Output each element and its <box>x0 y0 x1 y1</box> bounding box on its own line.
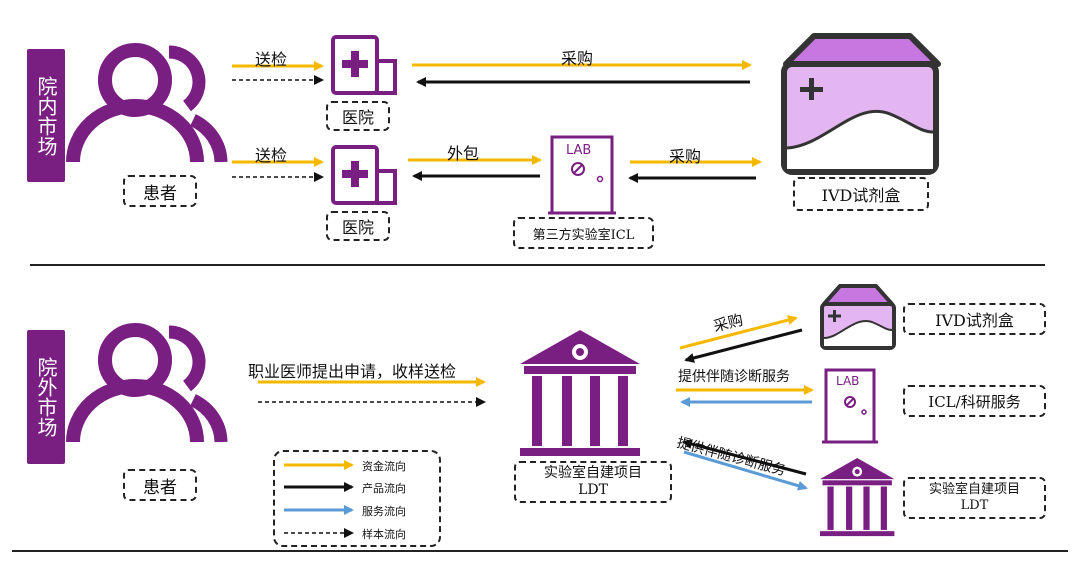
apply-text: 职业医师提出申请，收样送检 <box>248 362 457 381</box>
product-flow-arrow <box>684 328 803 363</box>
ivd-box-icon <box>781 33 941 175</box>
send-test-label: 送检 <box>255 50 288 69</box>
lab-door-small-icon <box>822 368 878 444</box>
legend-label-money: 资金流向 <box>362 460 406 473</box>
outer-market-tag: 院外市场 <box>27 330 65 464</box>
service-flow-arrow <box>683 450 808 491</box>
patient-icon <box>73 50 221 162</box>
lab-door-text: LAB <box>566 143 592 158</box>
legend-label-service: 服务流向 <box>362 505 406 518</box>
purchase-label: 采购 <box>561 49 594 68</box>
hospital-icon <box>331 35 397 95</box>
inner-market-tag: 院内市场 <box>27 49 65 182</box>
legend-box <box>273 450 441 547</box>
hospital-label: 医院 <box>326 211 390 241</box>
service-label: 提供伴随诊断服务 <box>678 369 790 385</box>
ivd-box-small-icon <box>820 284 896 350</box>
ldt-label-line1: 实验室自建项目 <box>544 465 642 481</box>
ldt-small-label-line1: 实验室自建项目 <box>928 482 1020 497</box>
patient-icon <box>73 330 221 442</box>
money-flow-arrow <box>679 315 798 350</box>
ldt-building-icon <box>520 330 640 456</box>
ivd-label: IVD试剂盒 <box>793 177 929 211</box>
ldt-small-label: 实验室自建项目 LDT <box>903 477 1046 519</box>
outsource-label: 外包 <box>447 144 480 163</box>
patient-label: 患者 <box>123 175 197 207</box>
send-test-label: 送检 <box>255 146 288 165</box>
icl-label: 第三方实验室ICL <box>513 217 654 249</box>
icl-research-label: ICL/科研服务 <box>903 385 1046 417</box>
ldt-building-small-icon <box>820 458 895 537</box>
ldt-label: 实验室自建项目 LDT <box>514 461 672 503</box>
hospital-label: 医院 <box>326 101 390 131</box>
patient-label: 患者 <box>123 469 197 501</box>
hospital-icon <box>331 145 397 205</box>
ivd-label: IVD试剂盒 <box>903 303 1046 335</box>
legend-label-sample: 样本流向 <box>362 528 406 541</box>
ldt-label-line2: LDT <box>578 482 608 498</box>
product-flow-arrow <box>682 439 807 476</box>
lab-door-text: LAB <box>836 374 860 388</box>
purchase-label: 采购 <box>669 147 702 166</box>
legend-label-product: 产品流向 <box>362 482 406 495</box>
ldt-small-label-line2: LDT <box>960 498 989 513</box>
